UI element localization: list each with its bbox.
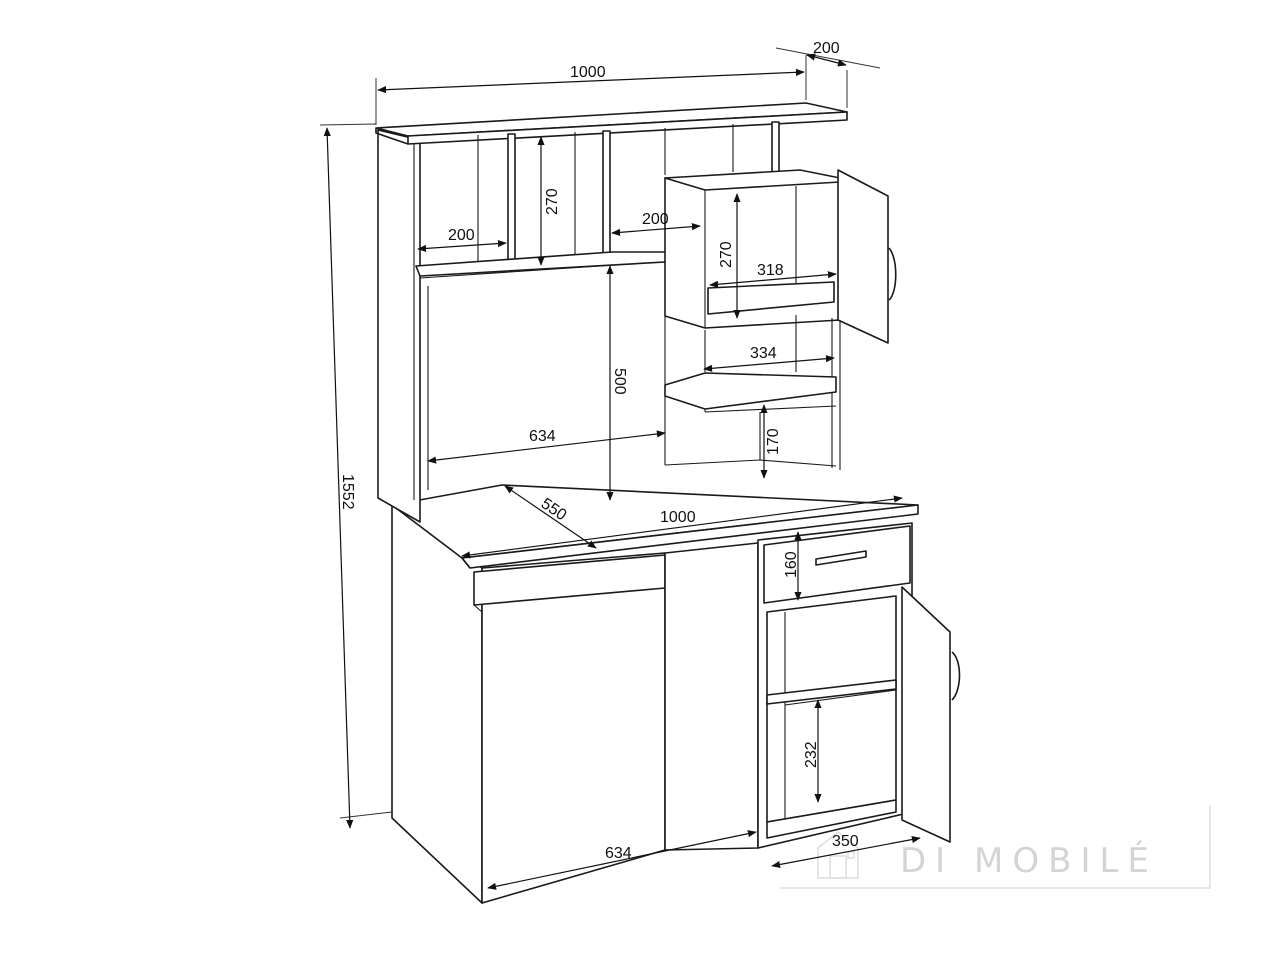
pedestal-plinth (766, 799, 897, 839)
upper-door-open (837, 169, 889, 344)
watermark: DI MOBILÉ (780, 805, 1211, 889)
dim-line-left-niche-width (417, 239, 507, 253)
label-niche-width-middle: 200 (642, 211, 669, 228)
upper-door-handle (888, 247, 897, 301)
hutch (375, 102, 897, 523)
desk-base (391, 484, 961, 904)
dim-line-total-height (323, 127, 354, 829)
dimension-lines (319, 47, 921, 890)
upper-shelf (415, 251, 701, 277)
hutch-left-side (377, 129, 421, 523)
lower-cabinet-opening (766, 595, 897, 823)
dim-line-desk-width (461, 495, 903, 559)
dim-line-mid-niche-width (611, 223, 701, 236)
label-cabinet-inner-width: 318 (757, 262, 784, 279)
label-total-height: 1552 (339, 474, 356, 510)
label-cabinet-width-lower: 350 (832, 833, 859, 850)
dim-line-top-width (377, 68, 805, 94)
small-shelf (664, 372, 837, 410)
label-shelf-depth-top: 200 (813, 40, 840, 57)
label-desk-width: 1000 (660, 509, 696, 526)
dim-line-cabinet-width (709, 271, 837, 288)
legroom-back-panel (481, 552, 666, 904)
hutch-top-edge (407, 111, 848, 145)
divider-3 (602, 130, 611, 263)
watermark-text: DI MOBILÉ (900, 840, 1158, 881)
label-total-width-top: 1000 (570, 64, 606, 81)
label-monitor-niche-width: 634 (529, 428, 556, 445)
pedestal-inner-side (664, 542, 759, 851)
label-niche-width-left: 200 (448, 227, 475, 244)
label-drawer-height: 160 (783, 551, 800, 578)
label-cabinet-height-upper: 270 (718, 241, 735, 268)
label-niche-height-upper: 270 (544, 188, 561, 215)
label-bottom-shelf-height: 232 (803, 741, 820, 768)
divider-2 (507, 133, 516, 271)
dimension-labels: 1000 200 1552 270 200 200 270 318 334 50… (339, 40, 859, 862)
label-shelf-width-lower: 334 (750, 345, 777, 362)
label-legroom-width: 634 (605, 845, 632, 862)
dim-line-top-depth (806, 53, 847, 67)
dim-line-legroom-width (487, 830, 757, 890)
label-monitor-niche-height: 500 (611, 368, 628, 395)
lower-shelf (766, 679, 897, 705)
dim-line-monitor-width (427, 430, 666, 464)
dim-line-shelf-width (703, 355, 835, 372)
lower-door-open (901, 586, 951, 843)
lower-door-handle (951, 651, 961, 701)
label-small-niche-height: 170 (765, 428, 782, 455)
dim-line-cabinet-lower-width (771, 835, 921, 869)
